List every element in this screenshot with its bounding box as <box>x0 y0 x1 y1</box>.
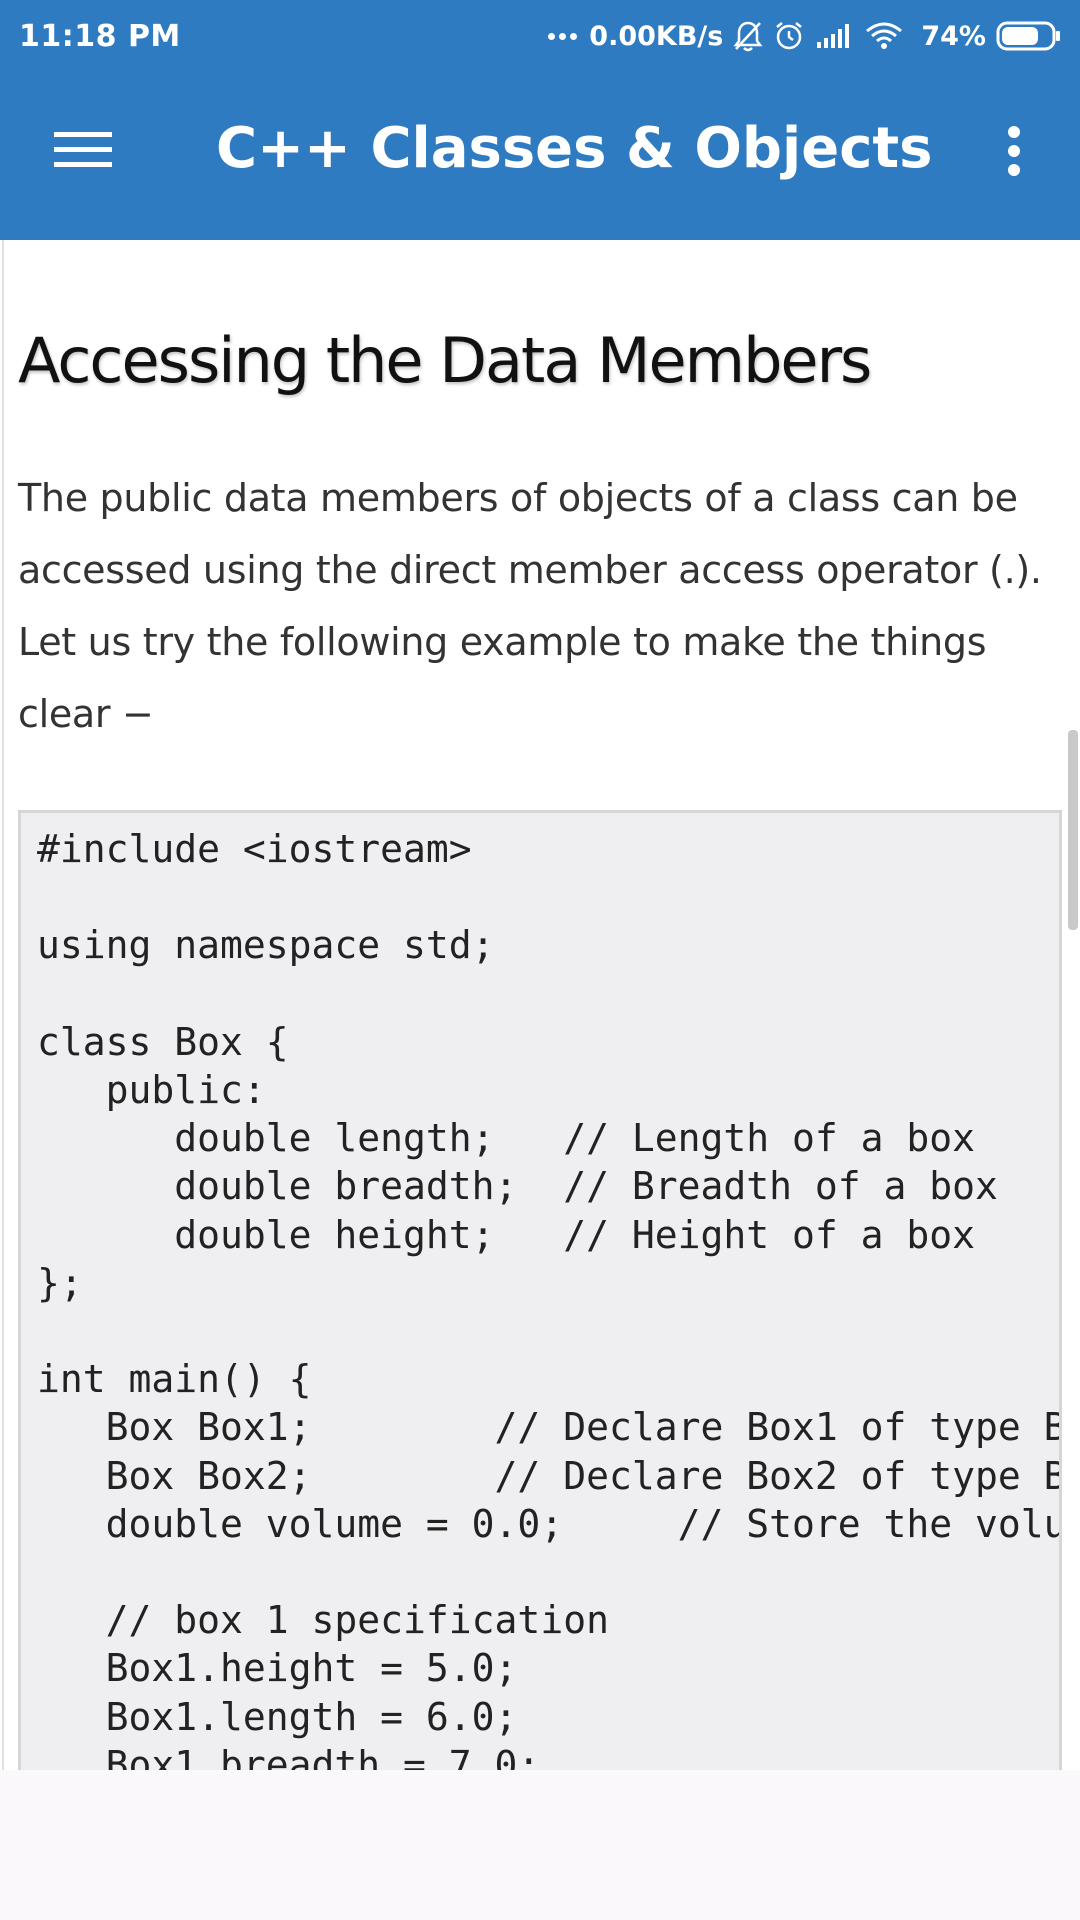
app-title: C++ Classes & Objects <box>216 116 933 181</box>
hamburger-menu-icon <box>54 132 112 167</box>
article-content[interactable]: Accessing the Data Members The public da… <box>0 240 1080 1770</box>
more-dots-icon <box>548 32 578 40</box>
status-bar: 11:18 PM 0.00KB/s <box>0 0 1080 72</box>
more-vert-icon <box>1008 126 1020 176</box>
network-speed: 0.00KB/s <box>589 20 724 52</box>
section-heading: Accessing the Data Members <box>18 324 872 397</box>
app-bar: C++ Classes & Objects <box>0 72 1080 240</box>
wifi-icon <box>865 21 903 51</box>
alarm-icon <box>773 20 805 52</box>
bottom-navigation-area <box>0 1770 1080 1920</box>
battery-icon <box>996 21 1062 51</box>
status-time: 11:18 PM <box>19 18 181 54</box>
more-options-button[interactable] <box>990 116 1038 186</box>
code-text: #include <iostream> using namespace std;… <box>37 827 1059 1770</box>
notifications-off-icon <box>733 20 763 52</box>
code-block[interactable]: #include <iostream> using namespace std;… <box>18 810 1062 1770</box>
content-left-border <box>2 240 4 1770</box>
menu-button[interactable] <box>40 118 126 182</box>
article-paragraph: The public data members of objects of a … <box>18 476 1042 736</box>
status-icons: 0.00KB/s <box>548 20 1062 52</box>
scrollbar-thumb[interactable] <box>1068 730 1078 930</box>
signal-icon <box>815 22 855 50</box>
battery-percent: 74% <box>921 20 986 52</box>
